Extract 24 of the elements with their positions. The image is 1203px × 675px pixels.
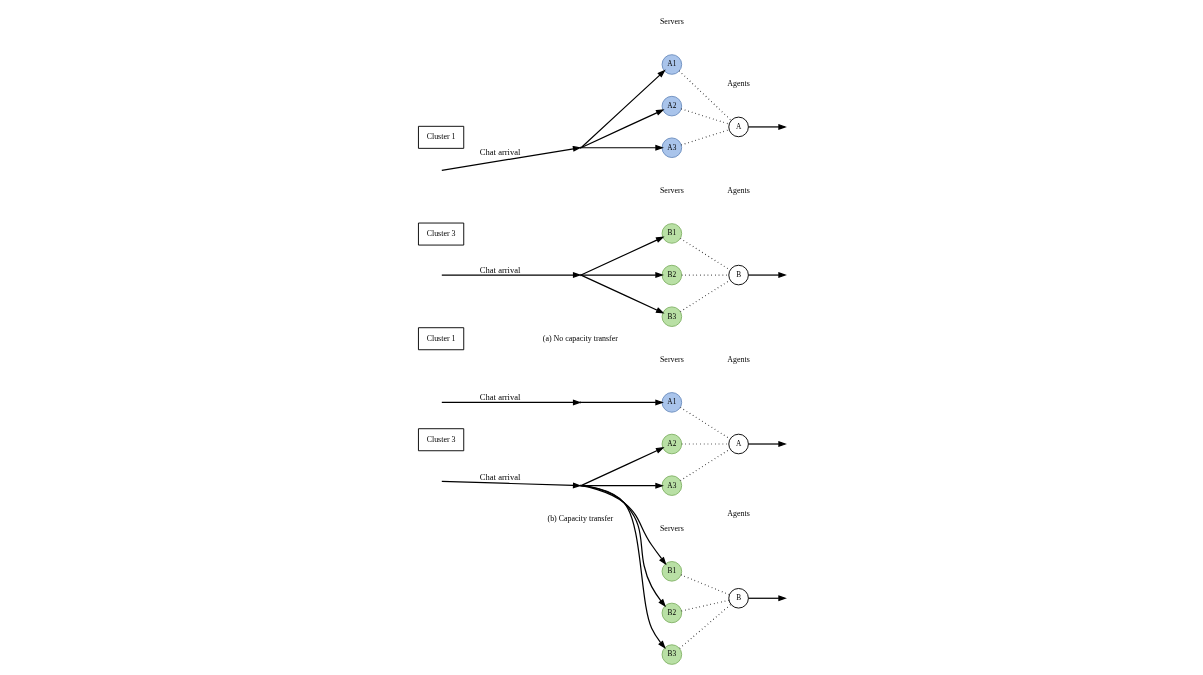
arrow: [572, 482, 667, 566]
arrow: [440, 480, 581, 489]
arrow: [572, 482, 664, 489]
node-point: [578, 401, 581, 404]
connector: [680, 129, 730, 146]
arrow: [747, 595, 787, 602]
arrow: [747, 123, 787, 130]
connector: [680, 599, 730, 612]
arrow: [572, 399, 664, 406]
arrow: [572, 447, 665, 489]
node-point: [578, 146, 581, 149]
connector: [680, 108, 730, 125]
connector: [678, 603, 731, 649]
edge-label: Chat arrival: [479, 264, 520, 275]
edge-label: Chat arrival: [479, 147, 520, 158]
arrow: [572, 482, 666, 608]
arrow: [747, 441, 787, 447]
edge-label: Chat arrival: [479, 471, 520, 482]
arrow: [747, 272, 787, 279]
node-point: [578, 274, 581, 277]
arrow: [572, 482, 666, 649]
arrow: [440, 399, 581, 406]
node-point: [578, 484, 581, 487]
edge-label: Chat arrival: [479, 392, 520, 403]
